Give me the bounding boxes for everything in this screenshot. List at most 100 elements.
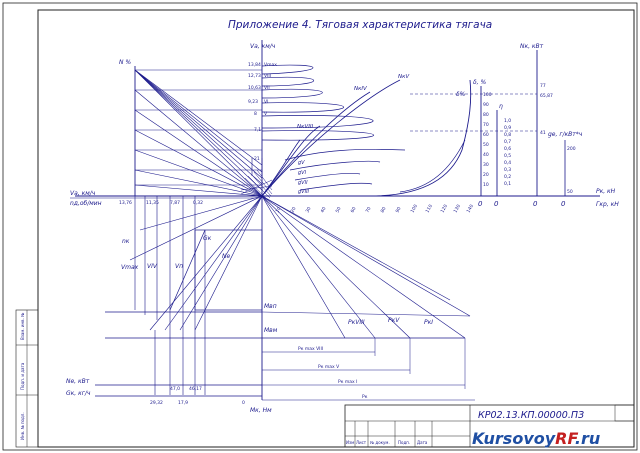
side-cell-1: Инв. № подл. — [20, 412, 25, 440]
curve-label-gvii: gVII — [298, 180, 308, 186]
watermark: KursovoyRF.ru — [472, 429, 600, 448]
lower-quadrants: Mвп Mвм Mк, Нм — [66, 195, 475, 414]
x-tick-12: 120 — [440, 203, 450, 214]
left-axis-value-1: 13,76 — [119, 200, 132, 206]
pk-axis-label: Pк, кН — [596, 188, 616, 195]
curve-label-gvi: gVI — [298, 170, 307, 176]
delta-tick-2: 90 — [483, 102, 489, 108]
origin-hatch — [240, 169, 273, 201]
svg-text:KursovoyRF.ru: KursovoyRF.ru — [472, 429, 600, 448]
bottom-value-3: 46,17 — [189, 386, 202, 392]
delta-tick-7: 40 — [483, 152, 489, 158]
dim-pk: Pк — [362, 394, 368, 400]
stamp-col-2: Лист — [356, 440, 367, 445]
force-label-pkviii: PкVIII — [348, 319, 365, 326]
n-percent-label: N % — [119, 59, 131, 66]
curve-label-gviii: gVIII — [298, 189, 310, 195]
watermark-part1: Kursovoy — [472, 429, 556, 448]
side-cell-3: Взам. инв. № — [20, 313, 25, 340]
nk-value-3: 41 — [540, 130, 546, 136]
point-mark: 21 — [254, 156, 260, 162]
fan-lines-lower-left — [129, 195, 263, 331]
curve-label-nkiv: NкIV — [354, 86, 368, 92]
speed-row-labels: 13,84 12,73 10,63 9,23 8 7,1 Vmax VIII V… — [248, 62, 277, 133]
moment-label-mvp: Mвп — [264, 303, 277, 310]
delta-tick-3: 80 — [483, 112, 489, 118]
speed-row-label-5: V — [264, 111, 268, 117]
bottom-value-4: 47,0 — [170, 386, 180, 392]
bottom-left-label-2: Gк, кг/ч — [66, 390, 91, 397]
label-viv: VIV — [147, 263, 158, 270]
label-vmax: Vmax — [121, 264, 139, 271]
delta-tick-1: 100 — [483, 92, 492, 98]
dim-pkmax-i: Pк max I — [338, 379, 357, 385]
eta-scale: 1,0 0,9 0,8 0,7 0,6 0,5 0,4 0,3 0,2 0,1 — [504, 118, 511, 187]
bottom-value-2: 17,9 — [178, 400, 188, 406]
label-vp: Vп — [175, 263, 183, 270]
fan-lines-upper — [134, 69, 263, 197]
speed-row-label-2: VIII — [264, 73, 271, 79]
ge-axis-label: gе, г/кВт*ч — [548, 131, 583, 138]
speed-row-label-4: VI — [264, 99, 268, 105]
zero-2: 0 — [494, 200, 499, 208]
bottom-value-1: 29,32 — [150, 400, 163, 406]
label-gk: Gк — [203, 235, 212, 242]
va-axis-label: Vа, км/ч — [250, 43, 276, 50]
stamp-col-3: № докум. — [370, 440, 390, 445]
upper-left-quadrant: Vа, км/ч N % 13,84 12,73 10,63 9,23 8 7,… — [70, 40, 600, 207]
bottom-value-5: 0 — [242, 400, 245, 406]
zero-3: 0 — [533, 200, 538, 208]
label-nk: nк — [122, 238, 130, 245]
stamp-col-4: Подп. — [398, 440, 410, 445]
left-axis-value-2: 11,35 — [146, 200, 159, 206]
x-tick-8: 80 — [380, 206, 388, 214]
eta-tick-2: 0,9 — [504, 125, 511, 131]
upper-right-quadrant: Nк, кВт 77 65,87 41 gе, г/кВт*ч 200 50 δ… — [261, 43, 619, 214]
eta-tick-3: 0,8 — [504, 132, 511, 138]
speed-row-label-3: VII — [264, 85, 270, 91]
dim-pkmax-v: Pк max V — [318, 364, 340, 370]
curve-label-nkv: NкV — [398, 74, 410, 80]
fan-lines-lower-right — [261, 195, 471, 339]
x-tick-5: 50 — [335, 206, 343, 214]
eta-tick-9: 0,2 — [504, 174, 511, 180]
x-tick-2: 20 — [290, 206, 298, 214]
x-tick-1: 10 — [275, 206, 283, 214]
lower-left-verticals — [134, 196, 206, 395]
watermark-part2: RF — [555, 429, 578, 448]
eta-label: η — [499, 103, 503, 110]
eta-tick-10: 0,1 — [504, 181, 511, 187]
moment-label-mvm: Mвм — [264, 327, 278, 334]
x-tick-6: 60 — [350, 206, 358, 214]
label-ne: Nе — [222, 253, 230, 260]
bottom-left-label-1: Nе, кВт — [66, 378, 90, 385]
x-tick-4: 40 — [320, 206, 328, 214]
speed-value-4: 9,23 — [248, 99, 258, 105]
delta-tick-8: 30 — [483, 162, 489, 168]
delta-tick-10: 10 — [483, 182, 489, 188]
lower-rectangle — [194, 229, 263, 311]
left-axis-label-1: Vа, км/ч — [70, 190, 96, 197]
eta-tick-7: 0,4 — [504, 160, 511, 166]
delta-tick-6: 50 — [483, 142, 489, 148]
eta-tick-1: 1,0 — [504, 118, 511, 124]
force-label-pki: PкI — [424, 319, 433, 326]
drawing-code: КР02.13.КП.00000.ПЗ — [478, 410, 584, 421]
left-axis-value-4: 0,32 — [193, 200, 203, 206]
speed-row-label-1: Vmax — [264, 62, 277, 68]
delta-label: δ, % — [473, 79, 486, 86]
eta-tick-8: 0,3 — [504, 167, 511, 173]
stamp-col-1: Изм — [346, 440, 354, 445]
ge-value-1: 200 — [567, 146, 576, 152]
x-tick-3: 30 — [305, 206, 313, 214]
delta-scale: 100 90 80 70 60 50 40 30 20 10 — [483, 92, 492, 188]
left-axis-label-2: nд,об/мин — [70, 200, 102, 207]
speed-value-2: 12,73 — [248, 73, 261, 79]
moment-axis-label: Mк, Нм — [250, 407, 272, 414]
stamp-col-5: Дата — [417, 440, 428, 445]
nk-axis-label: Nк, кВт — [520, 43, 544, 50]
curve-label-nkviii: NкVIII — [297, 124, 313, 130]
curve-label-gv: gV — [298, 160, 305, 166]
x-tick-9: 90 — [395, 206, 403, 214]
delta-tick-5: 60 — [483, 132, 489, 138]
